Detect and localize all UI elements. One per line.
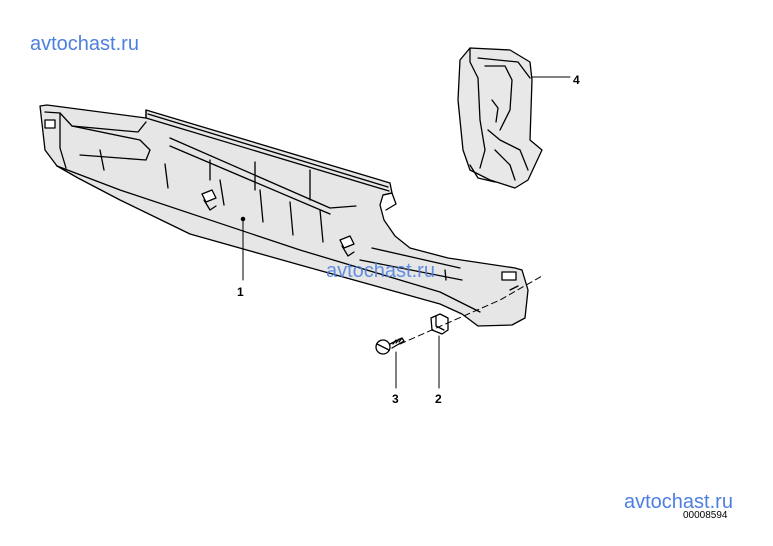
document-number: 00008594 (683, 510, 728, 521)
end-cap (457, 47, 543, 189)
sill-trim-panel (39, 104, 529, 327)
watermark-top: avtochast.ru (30, 33, 139, 55)
leader-lines (242, 76, 571, 389)
callout-4: 4 (573, 73, 580, 87)
screw (375, 337, 405, 355)
callout-1: 1 (237, 285, 244, 299)
watermark-middle: avtochast.ru (326, 260, 435, 282)
callout-3: 3 (392, 392, 399, 406)
watermark-bottom: avtochast.ru (624, 491, 733, 513)
callout-2: 2 (435, 392, 442, 406)
